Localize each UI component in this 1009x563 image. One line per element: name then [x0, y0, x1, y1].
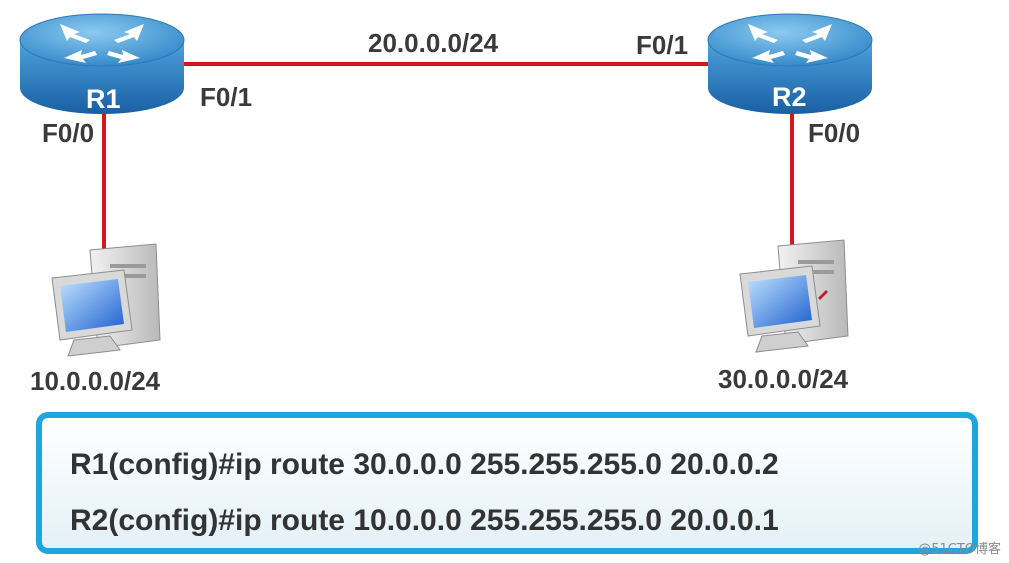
pencil-cursor-icon — [818, 290, 828, 300]
watermark: @51CTO博客 — [918, 542, 1001, 557]
command-box: R1(config)#ip route 30.0.0.0 255.255.255… — [36, 412, 978, 554]
desktop-computer-icon — [739, 239, 849, 353]
command-line-r1: R1(config)#ip route 30.0.0.0 255.255.255… — [70, 448, 779, 481]
r2-port-f0-1: F0/1 — [636, 30, 689, 60]
r2-port-f0-0: F0/0 — [808, 118, 861, 148]
router-r2 — [707, 13, 873, 114]
network-topology-diagram — [19, 13, 873, 357]
router-arrows-icon — [60, 24, 144, 63]
router-arrows-icon — [748, 24, 832, 63]
router-r1 — [19, 13, 185, 114]
r1-port-f0-1: F0/1 — [200, 82, 253, 112]
router-r1-label: R1 — [86, 84, 121, 114]
router-r2-label: R2 — [772, 82, 807, 112]
desktop-computer-icon — [51, 243, 161, 357]
command-line-r2: R2(config)#ip route 10.0.0.0 255.255.255… — [70, 504, 779, 537]
lan2-network-label: 30.0.0.0/24 — [718, 364, 849, 394]
lan1-network-label: 10.0.0.0/24 — [30, 366, 161, 396]
wan-network-label: 20.0.0.0/24 — [368, 28, 499, 58]
r1-port-f0-0: F0/0 — [42, 118, 95, 148]
